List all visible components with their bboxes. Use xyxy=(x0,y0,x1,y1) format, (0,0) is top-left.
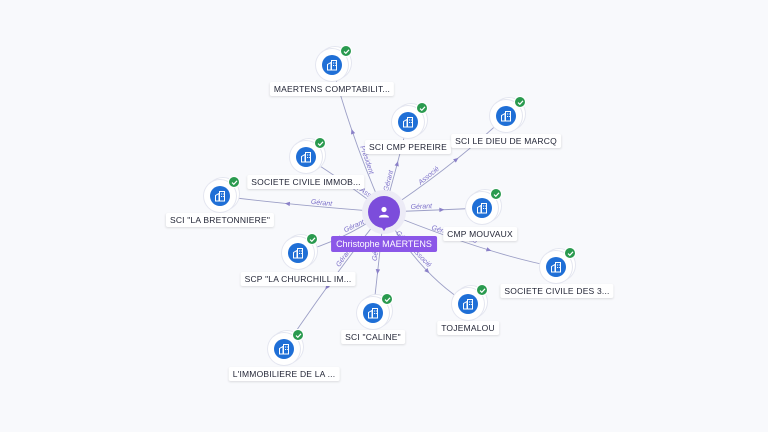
verified-check-icon xyxy=(490,188,502,200)
verified-check-icon xyxy=(314,137,326,149)
company-node-sci-la-bretonniere[interactable] xyxy=(204,176,240,212)
verified-check-icon xyxy=(228,176,240,188)
company-label-societe-civile-immob[interactable]: SOCIETE CIVILE IMMOB... xyxy=(247,175,365,189)
edge-arrow-sci-cmp-pereire xyxy=(394,161,399,167)
company-icon xyxy=(322,55,342,75)
edge-arrow-sci-la-bretonniere xyxy=(284,201,291,207)
edge-sci-la-bretonniere xyxy=(219,195,385,213)
company-icon xyxy=(274,339,294,359)
company-node-maertens-comptabilite[interactable] xyxy=(316,45,352,81)
company-icon xyxy=(546,257,566,277)
company-label-limmobiliere-de-la[interactable]: L'IMMOBILIERE DE LA ... xyxy=(228,367,340,381)
edge-arrow-sci-le-dieu-de-marcq xyxy=(453,157,459,163)
edge-arrow-societe-civile-des-3 xyxy=(485,247,492,252)
verified-check-icon xyxy=(514,96,526,108)
edge-societe-civile-des-3 xyxy=(383,211,557,268)
edge-label-sci-le-dieu-de-marcq: Associé xyxy=(417,166,441,187)
company-icon xyxy=(496,106,516,126)
company-icon xyxy=(398,112,418,132)
company-icon xyxy=(363,303,383,323)
company-node-scp-la-churchill[interactable] xyxy=(282,233,318,269)
center-person-label[interactable]: Christophe MAERTENS xyxy=(331,236,437,252)
company-node-societe-civile-des-3[interactable] xyxy=(540,247,576,283)
center-person-node[interactable] xyxy=(362,190,406,234)
verified-check-icon xyxy=(381,293,393,305)
company-label-sci-caline[interactable]: SCI "CALINE" xyxy=(341,330,405,344)
edge-arrow-cmp-mouvaux xyxy=(439,207,445,213)
edge-arrow-tojemalou xyxy=(424,268,430,274)
company-node-societe-civile-immob[interactable] xyxy=(290,137,326,173)
company-node-limmobiliere-de-la[interactable] xyxy=(268,329,304,365)
company-label-sci-cmp-pereire[interactable]: SCI CMP PEREIRE xyxy=(365,140,451,154)
company-label-sci-la-bretonniere[interactable]: SCI "LA BRETONNIERE" xyxy=(165,213,275,227)
person-icon xyxy=(368,196,400,228)
company-label-scp-la-churchill[interactable]: SCP "LA CHURCHILL IM... xyxy=(240,272,356,286)
verified-check-icon xyxy=(340,45,352,57)
company-node-tojemalou[interactable] xyxy=(452,284,488,320)
edge-label-sci-la-bretonniere: Gérant xyxy=(310,199,333,208)
verified-check-icon xyxy=(416,102,428,114)
company-label-maertens-comptabilite[interactable]: MAERTENS COMPTABILIT... xyxy=(269,82,395,96)
verified-check-icon xyxy=(476,284,488,296)
company-node-sci-cmp-pereire[interactable] xyxy=(392,102,428,138)
company-label-tojemalou[interactable]: TOJEMALOU xyxy=(437,321,499,335)
company-icon xyxy=(472,198,492,218)
company-icon xyxy=(288,243,308,263)
company-icon xyxy=(210,186,230,206)
company-icon xyxy=(296,147,316,167)
company-label-sci-le-dieu-de-marcq[interactable]: SCI LE DIEU DE MARCQ xyxy=(451,134,561,148)
edge-label-cmp-mouvaux: Gérant xyxy=(411,203,434,211)
company-node-sci-le-dieu-de-marcq[interactable] xyxy=(490,96,526,132)
company-icon xyxy=(458,294,478,314)
company-node-sci-caline[interactable] xyxy=(357,293,393,329)
verified-check-icon xyxy=(564,247,576,259)
company-label-societe-civile-des-3[interactable]: SOCIETE CIVILE DES 3... xyxy=(500,284,614,298)
company-label-cmp-mouvaux[interactable]: CMP MOUVAUX xyxy=(443,227,517,241)
verified-check-icon xyxy=(292,329,304,341)
pin-tip xyxy=(379,223,389,231)
edge-arrow-sci-caline xyxy=(375,269,381,275)
company-node-cmp-mouvaux[interactable] xyxy=(466,188,502,224)
edge-label-sci-cmp-pereire: Gérant xyxy=(383,169,396,192)
edge-arrow-maertens-comptabilite xyxy=(351,129,356,135)
verified-check-icon xyxy=(306,233,318,245)
